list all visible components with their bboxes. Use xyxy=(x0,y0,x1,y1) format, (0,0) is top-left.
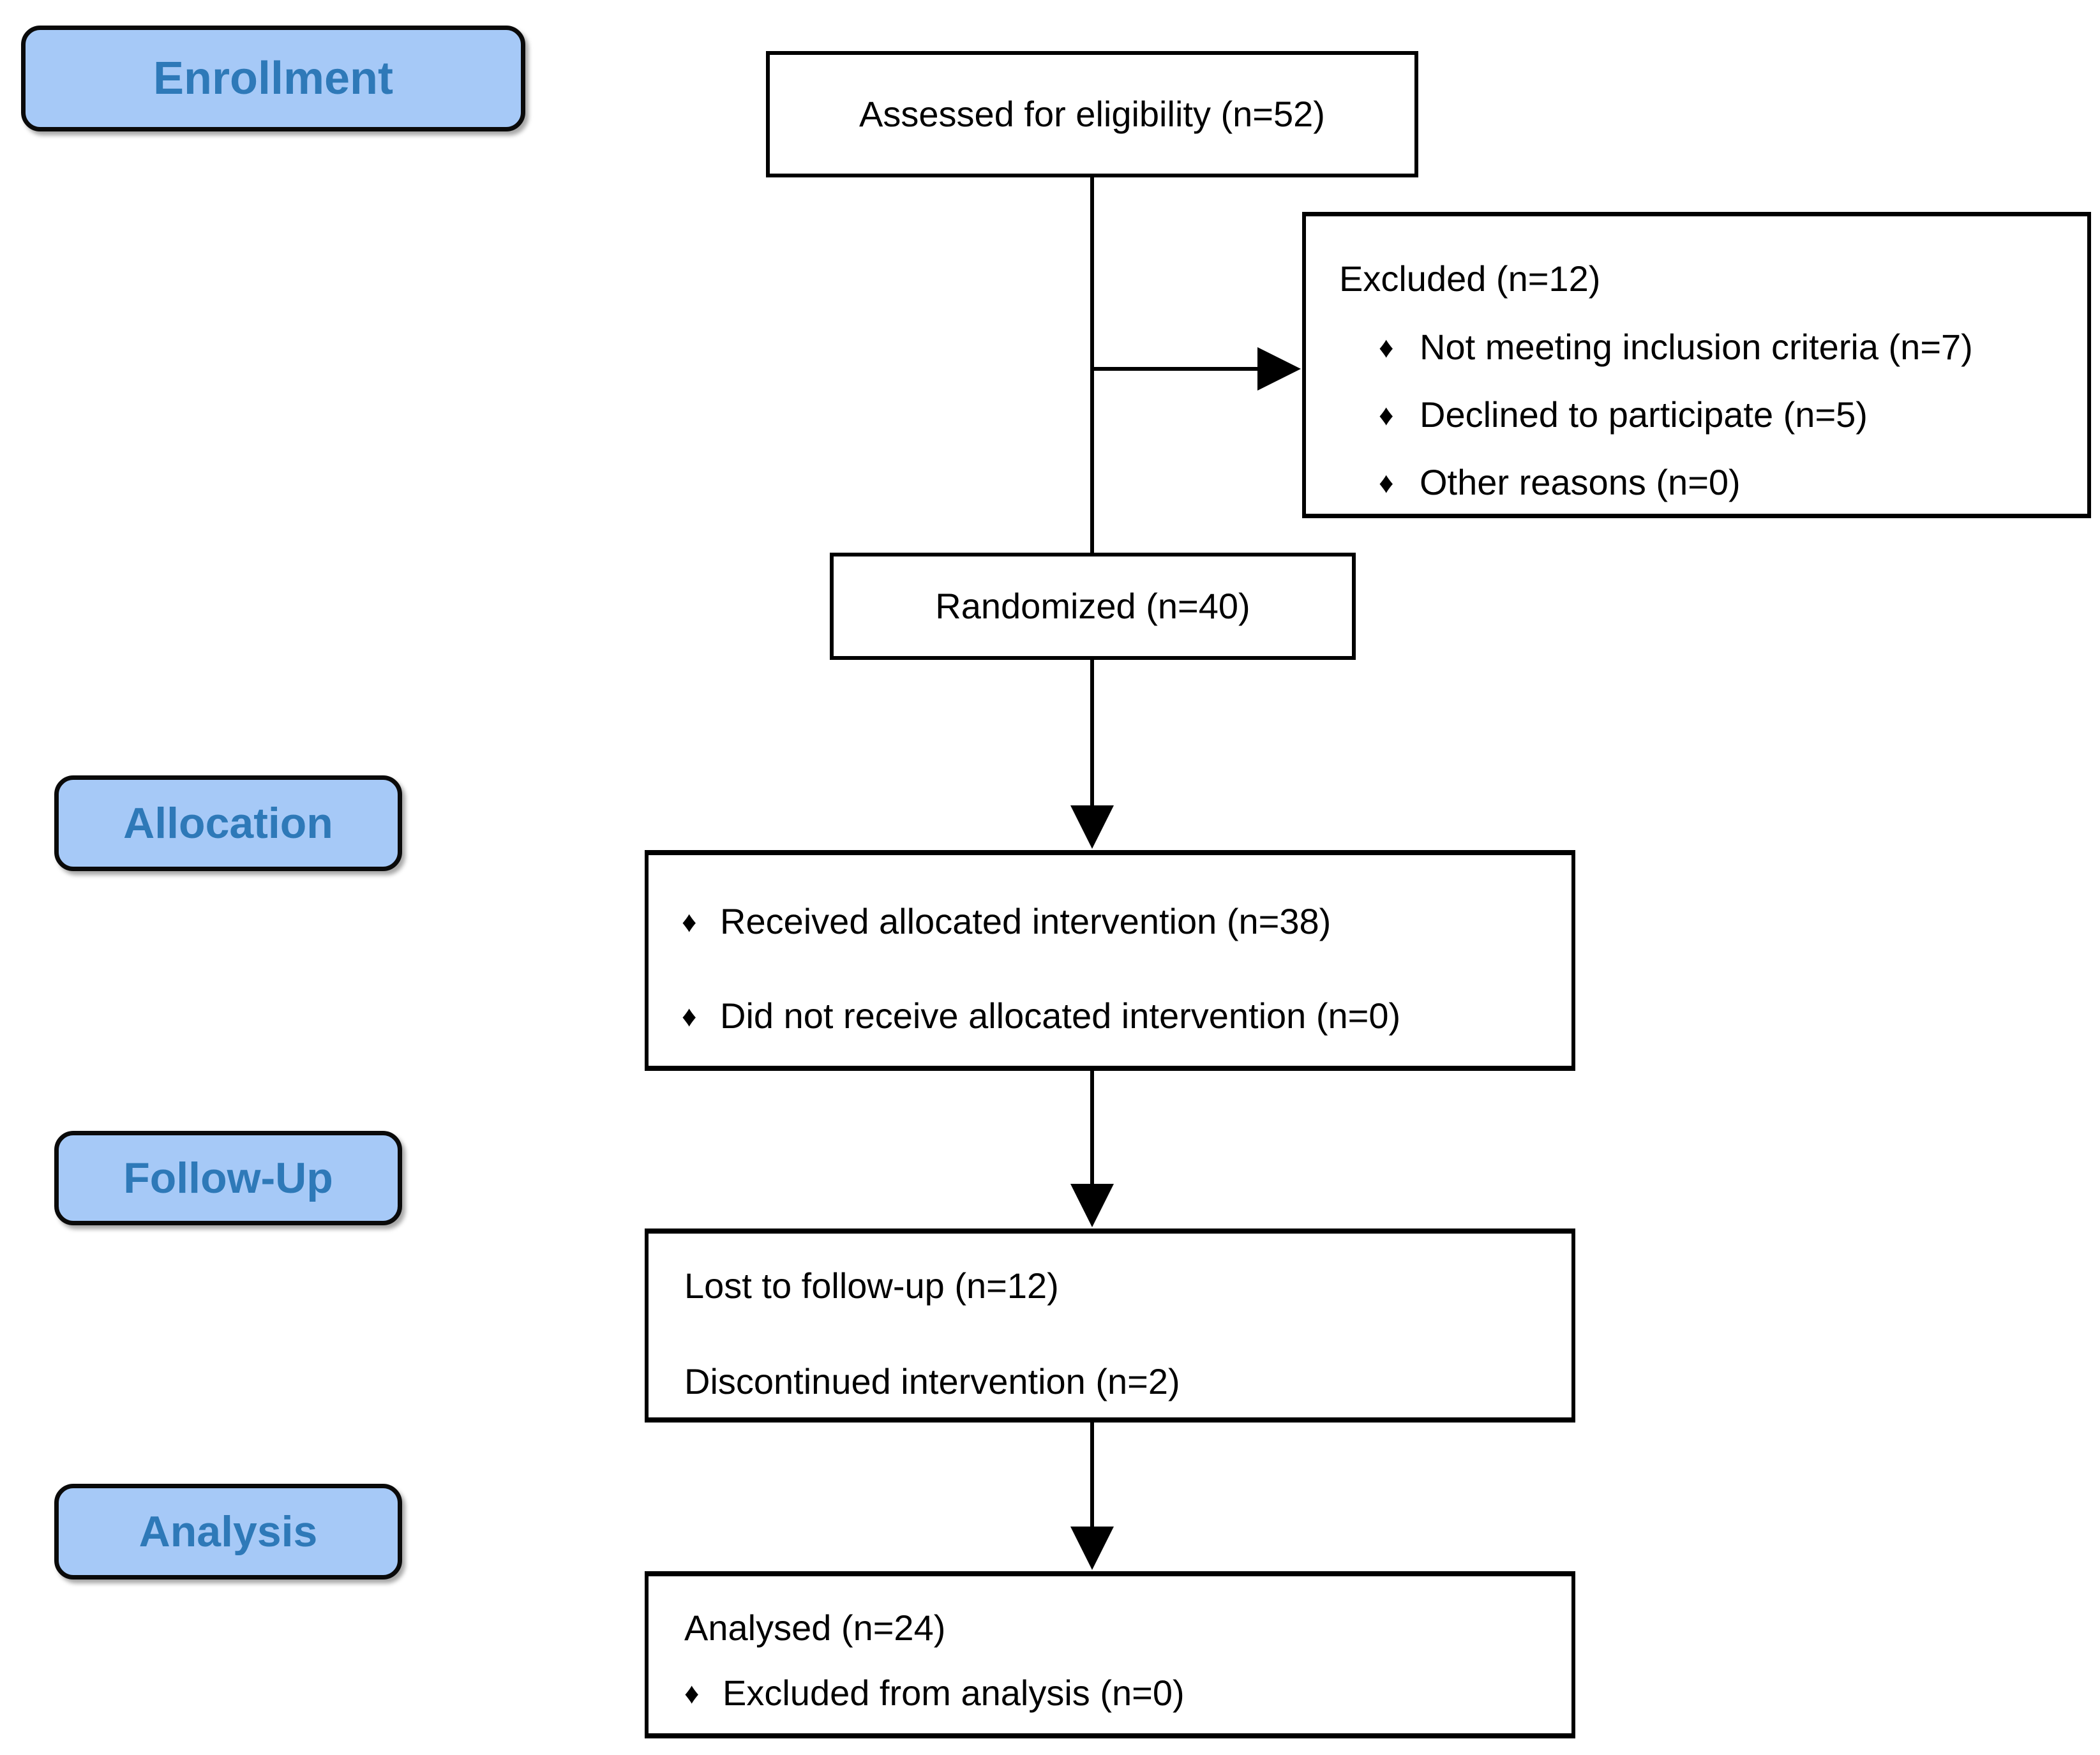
diamond-bullet-icon: ♦ xyxy=(1379,398,1394,431)
bullet-item: ♦ Declined to participate (n=5) xyxy=(1379,381,2068,449)
bullet-item: ♦ Did not receive allocated intervention… xyxy=(682,969,1552,1063)
assessed-box-text: Assessed for eligibility (n=52) xyxy=(859,94,1325,135)
diamond-bullet-icon: ♦ xyxy=(684,1677,700,1710)
stage-label-analysis: Analysis xyxy=(54,1484,402,1580)
stage-label-text: Enrollment xyxy=(153,53,394,104)
connector-randomized-to-allocation xyxy=(1070,660,1114,849)
excluded-box-title: Excluded (n=12) xyxy=(1339,258,1601,299)
excluded-box: Excluded (n=12) ♦ Not meeting inclusion … xyxy=(1302,212,2091,518)
connector-followup-to-analysis xyxy=(1070,1423,1114,1570)
stage-label-text: Analysis xyxy=(139,1507,318,1556)
arrow-down-icon xyxy=(1070,805,1114,849)
bullet-item: ♦ Not meeting inclusion criteria (n=7) xyxy=(1379,313,2068,381)
randomized-box: Randomized (n=40) xyxy=(830,553,1356,660)
analysis-box-title: Analysed (n=24) xyxy=(684,1608,946,1648)
stage-label-text: Follow-Up xyxy=(123,1154,333,1202)
arrow-down-icon xyxy=(1070,1527,1114,1570)
bullet-item: ♦ Other reasons (n=0) xyxy=(1379,449,2068,516)
assessed-box: Assessed for eligibility (n=52) xyxy=(766,51,1418,177)
allocation-box: ♦ Received allocated intervention (n=38)… xyxy=(645,850,1575,1071)
connector-allocation-to-followup xyxy=(1070,1071,1114,1227)
bullet-item-text: Received allocated intervention (n=38) xyxy=(720,901,1331,941)
arrow-right-icon xyxy=(1257,347,1301,391)
diamond-bullet-icon: ♦ xyxy=(682,905,697,938)
bullet-item: ♦ Excluded from analysis (n=0) xyxy=(684,1667,1552,1719)
bullet-item-text: Not meeting inclusion criteria (n=7) xyxy=(1420,327,1973,367)
bullet-item-text: Other reasons (n=0) xyxy=(1420,462,1741,502)
diamond-bullet-icon: ♦ xyxy=(1379,466,1394,499)
bullet-item-text: Excluded from analysis (n=0) xyxy=(723,1673,1185,1713)
diamond-bullet-icon: ♦ xyxy=(1379,331,1394,364)
stage-label-followup: Follow-Up xyxy=(54,1131,402,1225)
stage-label-text: Allocation xyxy=(123,799,333,848)
arrow-down-icon xyxy=(1070,1184,1114,1227)
bullet-item-text: Did not receive allocated intervention (… xyxy=(720,996,1401,1036)
followup-line: Discontinued intervention (n=2) xyxy=(684,1361,1180,1401)
bullet-item-text: Declined to participate (n=5) xyxy=(1420,394,1868,435)
analysis-box: Analysed (n=24) ♦ Excluded from analysis… xyxy=(645,1571,1575,1738)
stage-label-allocation: Allocation xyxy=(54,775,402,871)
diamond-bullet-icon: ♦ xyxy=(682,999,697,1033)
bullet-item: ♦ Received allocated intervention (n=38) xyxy=(682,874,1552,969)
randomized-box-text: Randomized (n=40) xyxy=(935,586,1250,627)
stage-label-enrollment: Enrollment xyxy=(21,26,525,131)
followup-line: Lost to follow-up (n=12) xyxy=(684,1266,1059,1306)
followup-box: Lost to follow-up (n=12) Discontinued in… xyxy=(645,1228,1575,1423)
connector-to-excluded xyxy=(1092,347,1301,391)
